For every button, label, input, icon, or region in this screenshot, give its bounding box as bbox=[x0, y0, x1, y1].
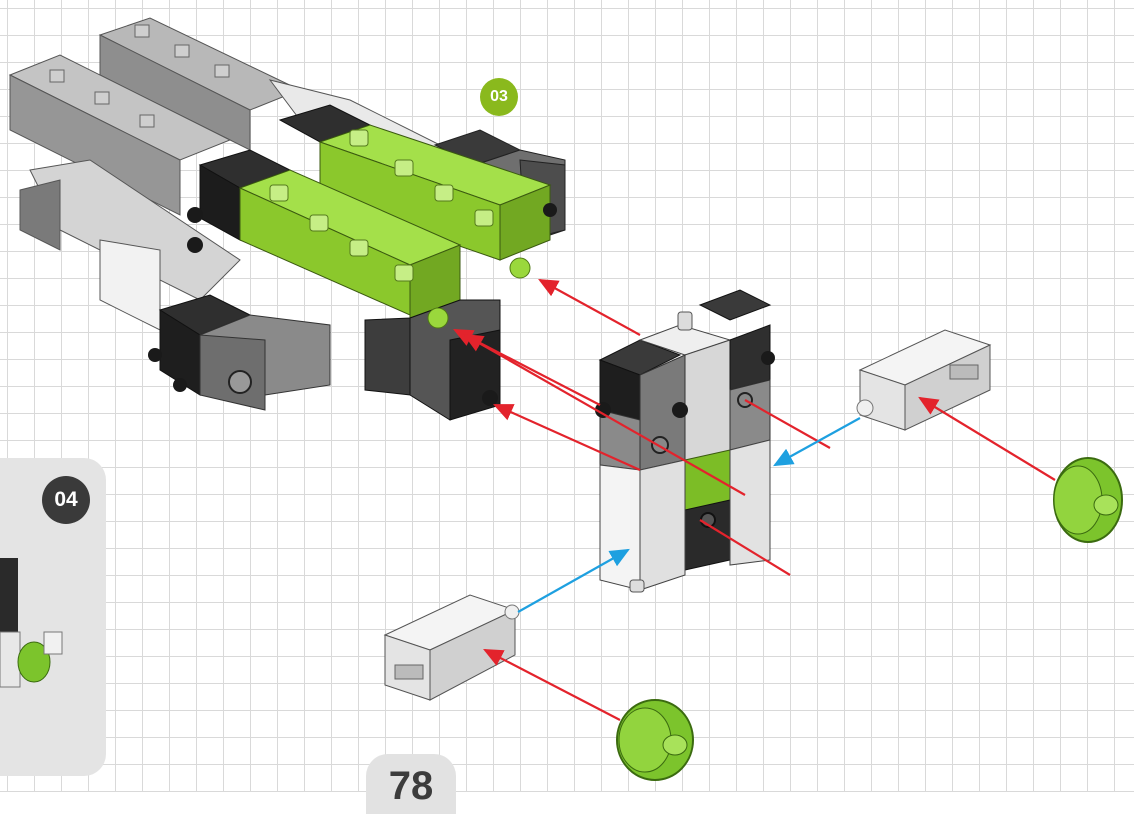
connector-assembly bbox=[595, 289, 775, 593]
next-step-preview bbox=[0, 558, 63, 688]
page-number: 78 bbox=[388, 764, 434, 808]
next-step-number-badge: 04 bbox=[42, 476, 90, 524]
connector-brick-icon bbox=[856, 329, 992, 431]
connector-brick-icon bbox=[383, 594, 520, 701]
main-model bbox=[8, 17, 566, 421]
assembly-arrows bbox=[453, 278, 1056, 721]
wheel-icon bbox=[1053, 457, 1123, 543]
assembly-illustration bbox=[0, 17, 1123, 781]
wheel-icon bbox=[616, 699, 694, 781]
step-number-badge: 03 bbox=[480, 78, 518, 116]
